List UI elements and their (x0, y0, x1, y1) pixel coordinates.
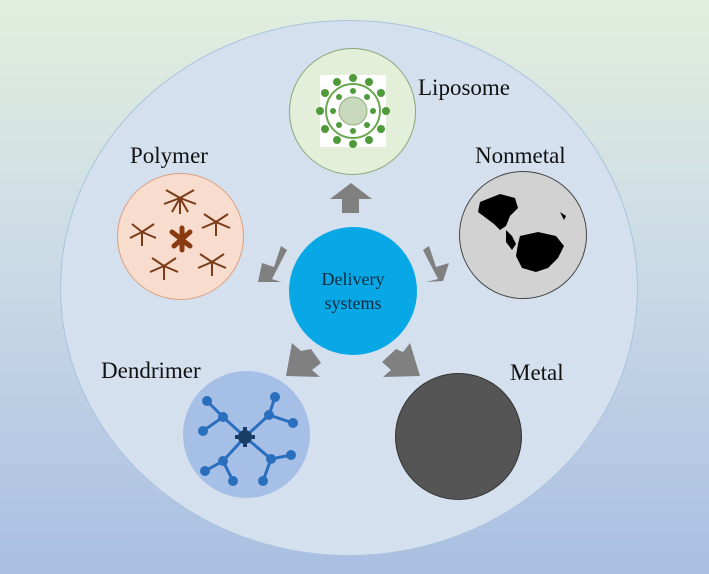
liposome-icon (316, 74, 390, 148)
arrow-to-dendrimer (286, 343, 321, 377)
arrow-to-polymer (258, 246, 287, 282)
liposome-label: Liposome (418, 75, 510, 100)
polymer-icon (129, 189, 231, 280)
dendrimer-icon (198, 392, 298, 486)
center-line-1: Delivery (321, 269, 385, 289)
globe-icon (478, 194, 566, 272)
polymer-label: Polymer (130, 143, 208, 168)
dendrimer-node (183, 371, 310, 498)
metal-node (395, 373, 522, 500)
liposome-node (289, 48, 416, 175)
arrow-to-metal (382, 343, 420, 377)
nonmetal-node (459, 171, 587, 299)
arrow-to-nonmetal (423, 246, 449, 282)
metal-label: Metal (510, 360, 564, 385)
arrow-to-liposome (330, 183, 372, 213)
dendrimer-label: Dendrimer (101, 358, 201, 383)
center-line-2: systems (324, 293, 382, 313)
nonmetal-label: Nonmetal (475, 143, 566, 168)
delivery-systems-hub: Delivery systems (289, 227, 417, 355)
polymer-node (117, 173, 244, 300)
